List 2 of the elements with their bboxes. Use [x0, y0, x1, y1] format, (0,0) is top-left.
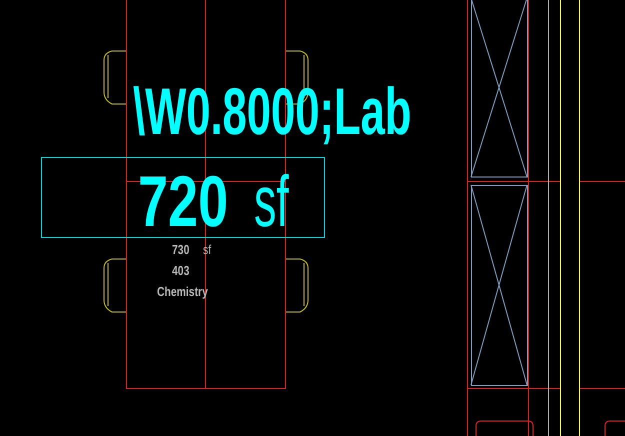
area-value: 730: [172, 243, 190, 256]
room-number: 403: [172, 264, 190, 277]
